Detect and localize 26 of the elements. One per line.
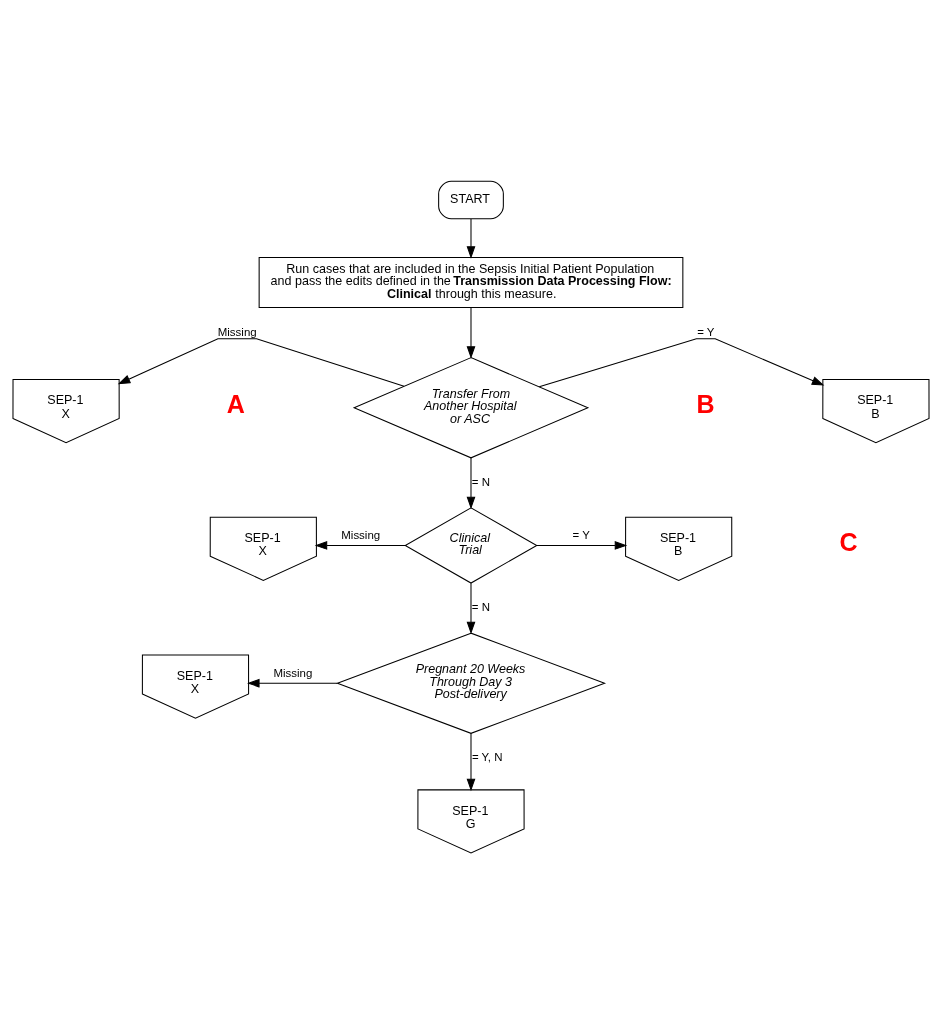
- arrow: [466, 732, 475, 791]
- arrow: [535, 540, 627, 550]
- edge-label: = Y: [696, 325, 714, 337]
- node-box: Run cases that are included in the Sepsis Initial Patient Population and pass the edits defined in the Transmission Data Processing Flow: Clinical through this measure.: [258, 256, 683, 308]
- edge-label: = Y: [572, 528, 590, 541]
- arrow: [466, 217, 475, 259]
- arrow: [117, 337, 405, 387]
- node-diamond: Clinical Trial: [403, 506, 538, 584]
- arrow: [246, 678, 338, 688]
- arrow: [314, 540, 406, 550]
- node-diamond: Pregnant 20 Weeks Through Day 3 Post-delivery: [335, 632, 606, 734]
- node-box: START: [437, 180, 504, 219]
- arrow: [538, 337, 824, 387]
- edge-label: = Y, N: [471, 750, 502, 763]
- arrow: [466, 457, 475, 509]
- arrow: [466, 582, 475, 634]
- edge-label: = N: [471, 600, 490, 613]
- edge-label: Missing: [217, 325, 257, 337]
- label: A: [226, 389, 245, 418]
- arrow: [466, 306, 475, 359]
- label: B: [695, 389, 714, 418]
- label: C: [838, 527, 857, 556]
- edge-label: Missing: [272, 666, 312, 679]
- node-diamond: Transfer From Another Hospital or ASC: [352, 356, 589, 458]
- edge-label: = N: [471, 475, 490, 488]
- edge-label: Missing: [340, 528, 380, 541]
